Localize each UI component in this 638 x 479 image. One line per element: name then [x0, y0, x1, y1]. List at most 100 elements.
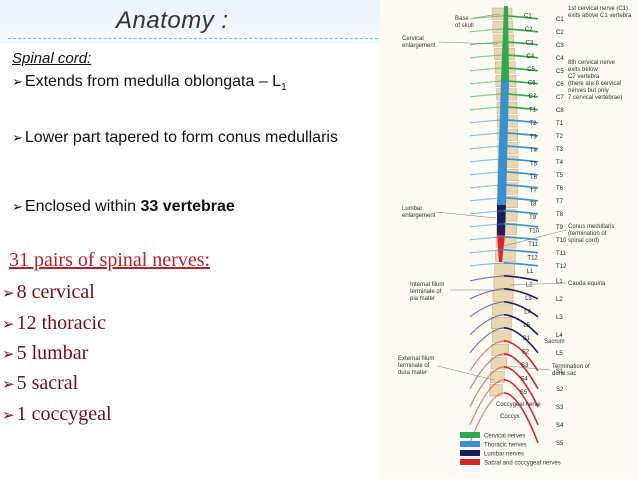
nerve-label-s2: S2 [556, 387, 564, 393]
vertebra-label-l5: L5 [523, 323, 530, 329]
nerve-root-left-l4 [469, 314, 505, 336]
vertebra-t10 [496, 222, 517, 235]
nerve-item-text: 5 sacral [16, 372, 79, 394]
legend-lumbar: Lumbar nerves [484, 452, 524, 458]
nerve-item-lumbar: ➢5 lumbar [2, 342, 88, 365]
nerve-root-left-s3 [469, 366, 505, 408]
vertebra-label-l1: L1 [527, 269, 534, 275]
nerve-label-t11: T11 [556, 251, 567, 257]
bullet-arrow-icon: ➢ [2, 315, 15, 333]
vertebra-s2 [491, 343, 510, 356]
vertebra-label-l4: L4 [524, 309, 531, 315]
nerve-label-t8: T8 [556, 212, 564, 218]
nerve-root-t7 [503, 197, 539, 202]
vertebra-label-t11: T11 [528, 242, 539, 248]
nerve-root-left-t9 [469, 223, 505, 228]
nerve-item-coccygeal: ➢1 coccygeal [2, 403, 112, 426]
bullet-arrow-icon: ➢ [12, 199, 23, 214]
vertebra-label-s3: S3 [521, 363, 529, 369]
vertebra-t5 [497, 155, 519, 168]
nerve-label-l3: L3 [556, 315, 563, 321]
label-sacrum: Sacrum [544, 339, 565, 345]
bullet-vertebrae: ➢Enclosed within 33 vertebrae [12, 198, 235, 216]
vertebra-label-c7: C7 [528, 94, 536, 100]
bullet-arrow-icon: ➢ [12, 74, 23, 89]
nerve-root-t11 [503, 249, 539, 254]
nerve-label-c5: C5 [556, 69, 564, 75]
nerve-root-left-t8 [469, 210, 505, 215]
vertebra-label-t7: T7 [530, 188, 538, 194]
nerve-root-left-c3 [469, 41, 505, 46]
vertebra-label-c6: C6 [528, 81, 536, 87]
nerve-label-c4: C4 [556, 56, 564, 62]
nerve-label-t10: T10 [556, 238, 567, 244]
nerve-label-c3: C3 [556, 43, 564, 49]
nerve-root-c6 [503, 80, 539, 85]
nerve-root-t8 [503, 210, 539, 215]
nerve-root-left-c4 [469, 54, 505, 59]
bullet-arrow-icon: ➢ [2, 345, 15, 363]
bullet-arrow-icon: ➢ [12, 130, 23, 145]
nerve-root-t5 [503, 171, 539, 176]
vertebra-label-c2: C2 [525, 27, 533, 33]
nerve-label-l1: L1 [556, 279, 563, 285]
nerve-label-t3: T3 [556, 147, 564, 153]
nerve-root-left-t1 [469, 119, 505, 124]
cord-sacral [497, 235, 505, 262]
vertebra-t4 [497, 142, 519, 155]
nerve-root-t3 [503, 145, 539, 150]
cord-cervical [501, 6, 509, 80]
nerve-root-l3 [503, 301, 539, 318]
nerve-root-c7 [503, 93, 539, 98]
nerve-root-c8 [503, 106, 539, 111]
cord-lumbar [497, 205, 506, 235]
nerve-label-s3: S3 [556, 405, 564, 411]
vertebra-label-t12: T12 [527, 256, 538, 262]
vertebra-l1 [494, 263, 515, 276]
nerve-root-left-c2 [469, 28, 505, 33]
nerve-root-left-t2 [469, 132, 505, 137]
nerve-root-t12 [503, 262, 539, 267]
nerve-root-left-c6 [469, 80, 505, 85]
vertebra-labels: C1C2C3C4C5C6C7T1T2T3T4T5T6T7T8T9T10T11T1… [520, 13, 540, 396]
nerve-root-c4 [503, 54, 539, 59]
nerve-root-left-c7 [469, 93, 505, 98]
nerve-root-s3 [503, 366, 539, 408]
nerve-root-t1 [503, 119, 539, 124]
slide-title: Anatomy : [116, 7, 229, 34]
vertebra-label-t5: T5 [530, 161, 538, 167]
nerve-root-t2 [503, 132, 539, 137]
nerve-root-left-s2 [469, 353, 505, 390]
nerve-root-left-t10 [469, 236, 505, 241]
nerve-root-left-l5 [469, 327, 505, 354]
nerve-root-t9 [503, 223, 539, 228]
vertebra-label-t4: T4 [530, 148, 538, 154]
vertebra-label-t1: T1 [529, 108, 537, 114]
cord-thoracic [497, 80, 509, 205]
bullet-extends-text: Extends from medulla oblongata – L [24, 73, 282, 90]
nerve-item-text: 1 coccygeal [16, 403, 112, 425]
vertebra-label-c3: C3 [526, 40, 534, 46]
bullet-extends: ➢Extends from medulla oblongata – L1 [12, 73, 287, 93]
vertebra-label-t2: T2 [529, 121, 537, 127]
legend-sacral: Sacral and coccygeal nerves [484, 461, 561, 467]
vertebra-label-t8: T8 [530, 202, 538, 208]
nerve-item-cervical: ➢8 cervical [2, 281, 95, 304]
nerve-labels: C1C2C3C4C5C6C7C8T1T2T3T4T5T6T7T8T9T10T11… [556, 17, 567, 447]
nerve-root-s2 [503, 353, 539, 390]
vertebra-l2 [493, 276, 515, 289]
nerve-root-left-s1 [469, 340, 505, 372]
vertebra-label-s2: S2 [522, 350, 530, 356]
nerve-label-c1: C1 [556, 17, 564, 23]
nerve-label-c7: C7 [556, 95, 564, 101]
nerve-label-t7: T7 [556, 199, 564, 205]
spinal-cord-diagram: C1C2C3C4C5C6C7T1T2T3T4T5T6T7T8T9T10T11T1… [398, 6, 632, 467]
nerve-item-sacral: ➢5 sacral [2, 372, 78, 395]
nerve-root-left-l1 [469, 275, 505, 282]
nerve-root-l5 [503, 327, 539, 354]
vertebra-l3 [492, 290, 514, 303]
label-c1-note: 1st cervical nerve (C1)exits above C1 ve… [568, 6, 632, 19]
